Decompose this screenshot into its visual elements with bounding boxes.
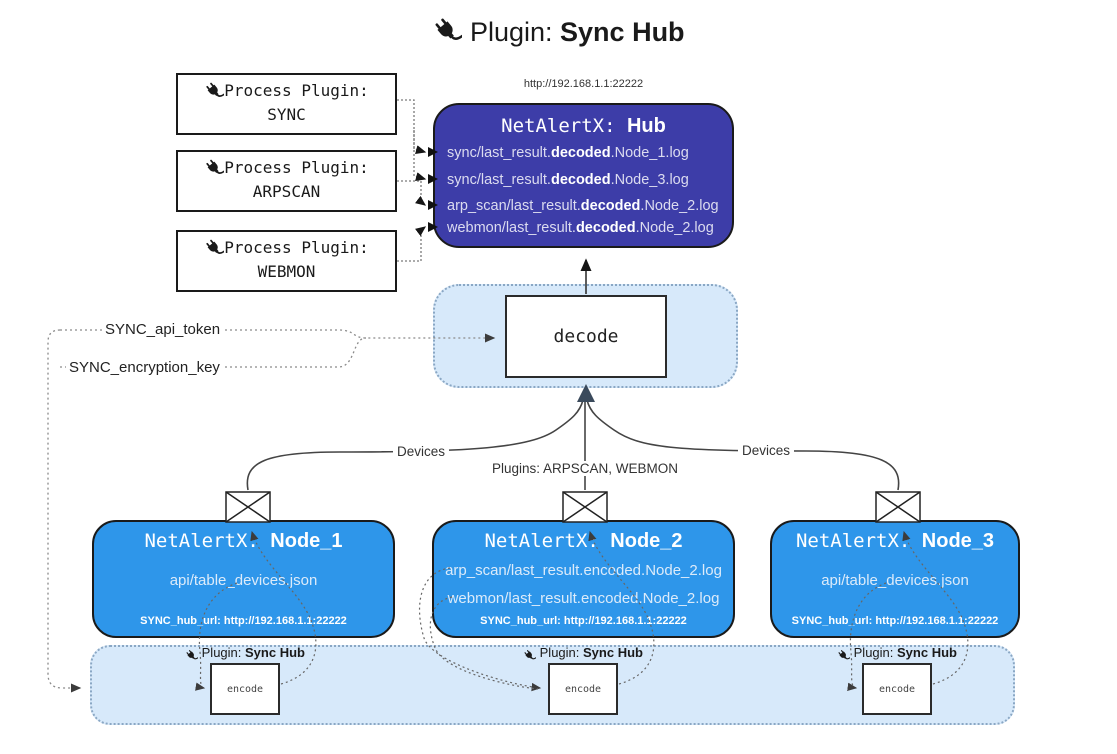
plug-icon <box>523 649 537 662</box>
hub-title-prefix: NetAlertX: <box>501 115 616 137</box>
node-title: NetAlertX: Node_2 <box>484 530 683 552</box>
edge-label-plugins: Plugins: ARPSCAN, WEBMON <box>487 461 683 476</box>
node-hub-url: SYNC_hub_url: http://192.168.1.1:22222 <box>791 615 999 627</box>
sync-api-token-label: SYNC_api_token <box>102 321 224 338</box>
process-plugin-arpscan: Process Plugin: ARPSCAN <box>176 150 397 212</box>
decode-label: decode <box>553 326 619 347</box>
process-plugin-label: Process Plugin: <box>224 238 369 257</box>
hub-node: NetAlertX: Hub sync/last_result.decoded.… <box>433 103 734 248</box>
hub-log-line: arp_scan/last_result.decoded.Node_2.log <box>447 198 719 214</box>
plug-icon <box>204 81 226 101</box>
plugin-to-hub-connectors <box>397 99 427 262</box>
page-title-prefix: Plugin: <box>469 17 553 47</box>
page-title-bold: Sync Hub <box>560 17 685 47</box>
node-file-line: arp_scan/last_result.encoded.Node_2.log <box>445 562 722 579</box>
process-plugin-label: Process Plugin: <box>224 81 369 100</box>
encoder-plugin-label: Plugin: Sync Hub <box>165 645 325 662</box>
hub-url-label: http://192.168.1.1:22222 <box>523 78 644 90</box>
node-file-line: webmon/last_result.encoded.Node_2.log <box>447 590 720 607</box>
node-title: NetAlertX: Node_1 <box>144 530 343 552</box>
hub-log-line: sync/last_result.decoded.Node_3.log <box>447 172 689 188</box>
node-title: NetAlertX: Node_3 <box>795 530 995 552</box>
process-plugin-label: Process Plugin: <box>224 158 369 177</box>
page-title: Plugin: Sync Hub <box>0 16 1117 48</box>
node-hub-url: SYNC_hub_url: http://192.168.1.1:22222 <box>140 615 347 627</box>
edge-label-devices-right: Devices <box>737 443 795 458</box>
plug-icon <box>204 238 226 258</box>
encoder-plugin-label: Plugin: Sync Hub <box>817 645 977 662</box>
node-3: NetAlertX: Node_3 api/table_devices.json… <box>770 520 1020 638</box>
process-plugin-name: SYNC <box>267 105 306 124</box>
sync-encryption-key-label: SYNC_encryption_key <box>66 359 223 376</box>
envelope-icon <box>875 491 921 523</box>
node-file-line: api/table_devices.json <box>821 572 969 589</box>
node-hub-url: SYNC_hub_url: http://192.168.1.1:22222 <box>480 615 687 627</box>
process-plugin-name: ARPSCAN <box>252 182 321 201</box>
process-plugin-webmon: Process Plugin: WEBMON <box>176 230 397 292</box>
node-1: NetAlertX: Node_1 api/table_devices.json… <box>92 520 395 638</box>
plug-icon <box>837 649 851 662</box>
plug-icon <box>204 158 226 178</box>
envelope-icons <box>225 491 921 523</box>
encode-box: encode <box>548 663 618 715</box>
envelope-icon <box>562 491 608 523</box>
process-plugin-sync: Process Plugin: SYNC <box>176 73 397 135</box>
process-plugin-name: WEBMON <box>257 262 316 281</box>
encode-box: encode <box>210 663 280 715</box>
node-to-decode-curves <box>246 399 900 491</box>
hub-log-line: webmon/last_result.decoded.Node_2.log <box>447 220 714 236</box>
node-2: NetAlertX: Node_2 arp_scan/last_result.e… <box>432 520 735 638</box>
hub-log-line: sync/last_result.decoded.Node_1.log <box>447 145 689 161</box>
plug-icon <box>185 649 199 662</box>
hub-title-bold: Hub <box>626 115 666 137</box>
plug-icon <box>432 16 464 46</box>
encoder-plugin-label: Plugin: Sync Hub <box>503 645 663 662</box>
encode-box: encode <box>862 663 932 715</box>
hub-title: NetAlertX: Hub <box>435 115 732 138</box>
edge-label-devices-left: Devices <box>392 444 450 459</box>
envelope-icon <box>225 491 271 523</box>
node-file-line: api/table_devices.json <box>169 572 318 589</box>
decode-box: decode <box>505 295 667 378</box>
